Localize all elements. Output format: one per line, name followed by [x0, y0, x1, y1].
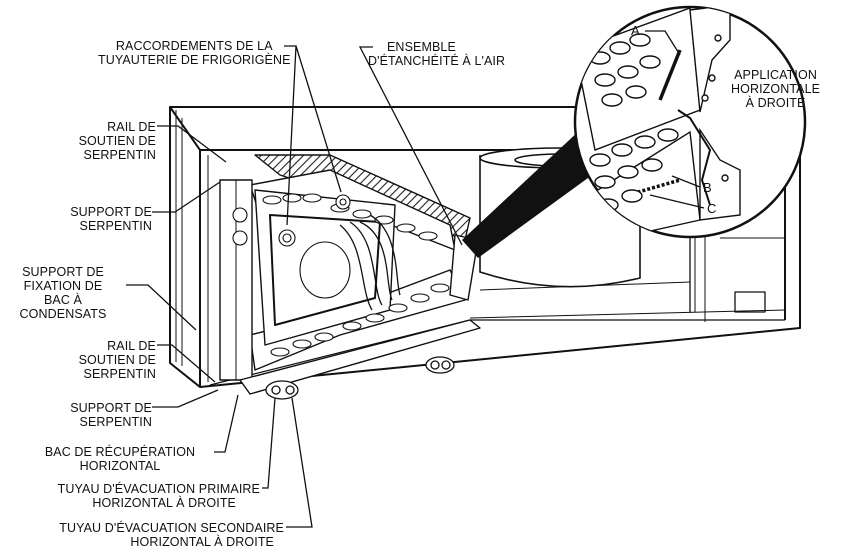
label-line: TUYAU D'ÉVACUATION PRIMAIRE — [57, 482, 260, 496]
label-line: HORIZONTAL À DROITE — [92, 496, 236, 510]
label-line: D'ÉTANCHÉITÉ À L'AIR — [368, 54, 506, 68]
label-line: ENSEMBLE — [387, 40, 456, 54]
label-line: À DROITE — [745, 96, 806, 110]
callout-a: A — [631, 23, 640, 38]
zoom-wedge — [462, 130, 610, 258]
label-line: BAC DE RÉCUPÉRATION — [44, 445, 196, 459]
label-line: TUYAU D'ÉVACUATION SECONDAIRE — [59, 521, 284, 535]
label-line: SOUTIEN DE — [78, 353, 156, 367]
label-drain-pan-mounting-bracket: SUPPORT DE FIXATION DE BAC À CONDENSATS — [0, 265, 126, 321]
distributor-tubes — [339, 214, 401, 311]
label-line: SERPENTIN — [79, 219, 152, 233]
label-primary-drain: TUYAU D'ÉVACUATION PRIMAIRE HORIZONTAL À… — [2, 482, 260, 510]
label-horizontal-drain-pan: BAC DE RÉCUPÉRATION HORIZONTAL — [26, 445, 214, 473]
label-line: HORIZONTAL À DROITE — [130, 535, 274, 549]
label-line: SERPENTIN — [83, 148, 156, 162]
label-line: SUPPORT DE — [22, 265, 104, 279]
label-line: SERPENTIN — [79, 415, 152, 429]
detail-view — [573, 5, 807, 239]
label-line: FIXATION DE — [23, 279, 103, 293]
label-line: RAIL DE — [107, 339, 156, 353]
callout-b: B — [703, 180, 712, 195]
label-line: CONDENSATS — [19, 307, 107, 321]
label-line: RAIL DE — [107, 120, 156, 134]
label-coil-support-lower: SUPPORT DE SERPENTIN — [50, 401, 152, 429]
callout-c: C — [707, 201, 717, 216]
coil-tubes — [232, 193, 450, 357]
label-line: TUYAUTERIE DE FRIGORIGÈNE — [98, 53, 291, 67]
label-line: SOUTIEN DE — [78, 134, 156, 148]
label-line: HORIZONTALE — [731, 82, 821, 96]
drain-fittings — [265, 356, 455, 400]
label-line: APPLICATION — [734, 68, 817, 82]
label-coil-support-upper: SUPPORT DE SERPENTIN — [50, 205, 152, 233]
label-refrigerant-connections: RACCORDEMENTS DE LA TUYAUTERIE DE FRIGOR… — [98, 39, 291, 67]
label-line: SERPENTIN — [83, 367, 156, 381]
label-line: SUPPORT DE — [70, 205, 152, 219]
label-coil-support-rail-top: RAIL DE SOUTIEN DE SERPENTIN — [70, 120, 156, 162]
label-line: HORIZONTAL — [79, 459, 161, 473]
label-line: RACCORDEMENTS DE LA — [115, 39, 273, 53]
label-line: BAC À — [43, 293, 82, 307]
label-horizontal-right-application: APPLICATION HORIZONTALE À DROITE — [731, 68, 820, 110]
label-coil-support-rail-bottom: RAIL DE SOUTIEN DE SERPENTIN — [70, 339, 156, 381]
label-secondary-drain: TUYAU D'ÉVACUATION SECONDAIRE HORIZONTAL… — [2, 521, 284, 549]
label-line: SUPPORT DE — [70, 401, 152, 415]
label-air-seal-assembly: ENSEMBLE D'ÉTANCHÉITÉ À L'AIR — [368, 40, 505, 68]
leader-lines — [126, 30, 705, 528]
